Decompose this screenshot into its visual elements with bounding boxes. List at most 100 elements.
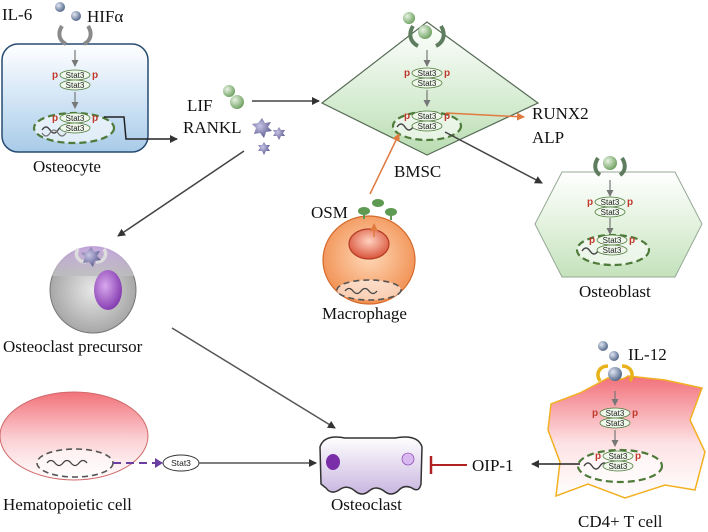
osteocyte-cell bbox=[1, 24, 149, 153]
rankl-ligand-icon bbox=[81, 247, 101, 267]
nucleus-icon bbox=[326, 454, 340, 470]
osteoclast-cell bbox=[319, 436, 423, 495]
dna-icon bbox=[46, 459, 88, 467]
arrow-bmsc-to-osteoblast bbox=[444, 131, 543, 184]
receptor-icon bbox=[408, 24, 446, 48]
ligand-icon bbox=[418, 25, 432, 39]
stat3-molecule bbox=[59, 122, 91, 134]
stat3-node: Stat3 bbox=[162, 454, 200, 472]
arrow-rankl-to-precursor bbox=[117, 150, 245, 237]
hifa-ligand-icon bbox=[71, 11, 81, 21]
il12-label: IL-12 bbox=[628, 345, 667, 364]
phospho-label: p bbox=[404, 111, 410, 122]
arrow-osteocyte-to-ligands bbox=[104, 116, 178, 143]
stat3-label: Stat3 bbox=[418, 69, 437, 78]
il12-ligand-icon bbox=[598, 341, 608, 351]
stat3-label: Stat3 bbox=[66, 71, 85, 80]
stat3-molecule bbox=[594, 206, 626, 218]
osteocyte-label: Osteocyte bbox=[33, 157, 101, 176]
phospho-label: p bbox=[635, 451, 641, 462]
stat3-label: Stat3 bbox=[606, 409, 625, 418]
stat3-label: Stat3 bbox=[418, 122, 437, 131]
stat3-molecule bbox=[599, 417, 631, 429]
il6-label: IL-6 bbox=[2, 5, 32, 24]
phospho-label: p bbox=[592, 408, 598, 419]
arrow-osm-to-bmsc bbox=[369, 133, 400, 195]
phospho-label: p bbox=[92, 70, 98, 81]
osteoclast-label: Osteoclast bbox=[331, 495, 402, 514]
stat3-label: Stat3 bbox=[418, 112, 437, 121]
svg-text:Stat3: Stat3 bbox=[171, 458, 191, 468]
bmsc-cell bbox=[320, 21, 540, 156]
hematopoietic-label: Hematopoietic cell bbox=[3, 495, 132, 514]
nucleus-icon bbox=[94, 270, 122, 310]
stat3-label: Stat3 bbox=[606, 419, 625, 428]
il12-ligand-icon bbox=[609, 351, 619, 361]
runx2-label: RUNX2 bbox=[532, 104, 589, 123]
receptor-icon bbox=[57, 24, 93, 46]
osteoclast-precursor-cell bbox=[49, 245, 137, 334]
stat3-molecule bbox=[411, 77, 443, 89]
phospho-label: p bbox=[595, 451, 601, 462]
phospho-label: p bbox=[52, 113, 58, 124]
hifa-label: HIFα bbox=[87, 7, 123, 26]
alp-label: ALP bbox=[532, 128, 564, 147]
stat3-label: Stat3 bbox=[609, 452, 628, 461]
stat3-label: Stat3 bbox=[66, 124, 85, 133]
stat3-label: Stat3 bbox=[601, 208, 620, 217]
macrophage-label: Macrophage bbox=[322, 304, 407, 323]
receptor-icon bbox=[593, 156, 627, 177]
lif-label: LIF bbox=[187, 96, 213, 115]
arrow-precursor-to-osteoclast bbox=[171, 327, 336, 429]
stat3-label: Stat3 bbox=[603, 246, 622, 255]
stat3-molecule bbox=[602, 460, 634, 472]
dna-icon bbox=[344, 287, 378, 295]
phospho-label: p bbox=[52, 70, 58, 81]
stat3-label: Stat3 bbox=[418, 79, 437, 88]
il12-ligand-icon bbox=[608, 367, 622, 381]
ligand-icon bbox=[403, 12, 415, 24]
osteoblast-cell bbox=[534, 156, 703, 278]
stat3-molecule bbox=[411, 120, 443, 132]
rankl-ligand-icon bbox=[252, 118, 285, 155]
stat3-label: Stat3 bbox=[66, 114, 85, 123]
arrows bbox=[104, 97, 580, 474]
phospho-label: p bbox=[92, 113, 98, 124]
lif-ligand-icon bbox=[230, 95, 244, 109]
rankl-label: RANKL bbox=[183, 118, 242, 137]
nucleus-icon bbox=[401, 452, 415, 466]
phospho-label: p bbox=[629, 235, 635, 246]
bmsc-label: BMSC bbox=[394, 162, 441, 181]
phospho-label: p bbox=[627, 197, 633, 208]
macrophage-cell bbox=[322, 215, 416, 305]
dna-icon bbox=[583, 462, 609, 470]
phospho-label: p bbox=[589, 235, 595, 246]
stat3-label: Stat3 bbox=[609, 462, 628, 471]
phospho-label: p bbox=[404, 68, 410, 79]
phospho-label: p bbox=[444, 68, 450, 79]
oip1-label: OIP-1 bbox=[472, 456, 514, 475]
osteoblast-label: Osteoblast bbox=[579, 282, 651, 301]
hematopoietic-cell bbox=[0, 391, 149, 481]
osm-ligand-icon bbox=[358, 199, 397, 220]
cd4-label: CD4+ T cell bbox=[578, 512, 663, 531]
stat3-label: Stat3 bbox=[601, 198, 620, 207]
stat3-label: Stat3 bbox=[603, 236, 622, 245]
stat3-label: Stat3 bbox=[66, 81, 85, 90]
osm-label: OSM bbox=[311, 203, 348, 222]
lif-ligand-icon bbox=[223, 85, 235, 97]
nucleus-outline bbox=[36, 448, 114, 478]
ligand-icon bbox=[603, 156, 617, 170]
receptor-icon bbox=[596, 364, 634, 382]
stat3-molecule bbox=[596, 244, 628, 256]
